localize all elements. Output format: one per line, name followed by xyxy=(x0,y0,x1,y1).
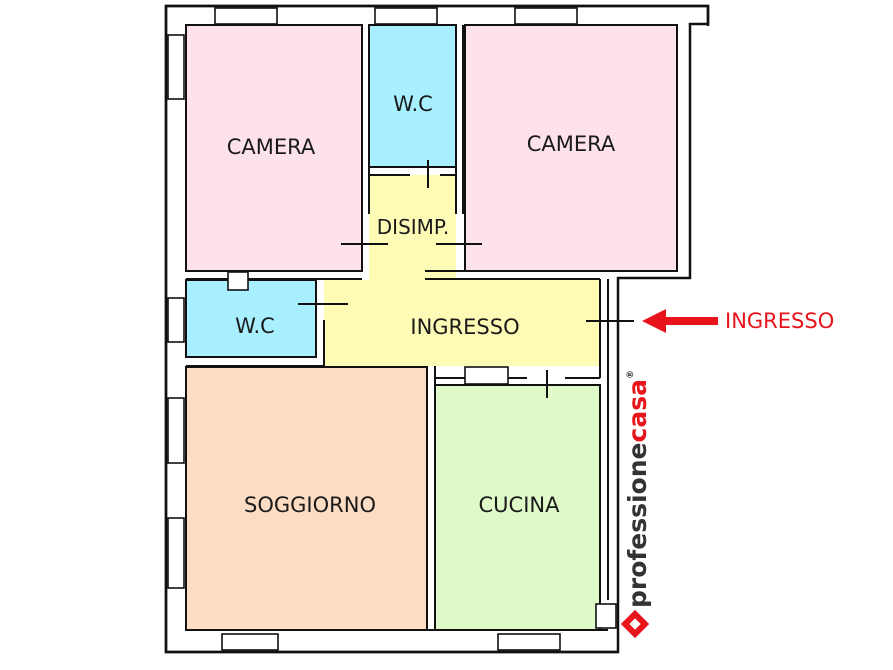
logo-diamond-icon xyxy=(620,609,650,639)
logo-part2: casa xyxy=(623,379,652,442)
entrance-marker: INGRESSO xyxy=(642,309,834,333)
svg-text:professionecasa®: professionecasa® xyxy=(623,370,652,608)
room-ingresso-top xyxy=(369,270,456,284)
entrance-label: INGRESSO xyxy=(725,309,834,333)
room-disimpegno xyxy=(369,175,456,279)
label-cucina: CUCINA xyxy=(479,493,561,517)
label-wc-top: W.C xyxy=(393,92,433,116)
room-wc-left xyxy=(185,279,317,358)
label-wc-left: W.C xyxy=(235,314,275,338)
entrance-arrow-icon xyxy=(642,309,718,333)
room-soggiorno xyxy=(185,366,428,631)
room-ingresso xyxy=(324,280,600,366)
label-camera-right: CAMERA xyxy=(527,132,616,156)
label-soggiorno: SOGGIORNO xyxy=(244,493,376,517)
label-disimpegno: DISIMP. xyxy=(377,215,449,239)
windows xyxy=(167,7,617,651)
label-camera-left: CAMERA xyxy=(227,135,316,159)
door-markers xyxy=(298,160,634,398)
label-ingresso: INGRESSO xyxy=(410,315,519,339)
logo-part1: professione xyxy=(623,443,652,609)
logo-mark: ® xyxy=(626,370,636,379)
interior-walls xyxy=(186,25,677,631)
professionecasa-logo: professionecasa® xyxy=(623,370,652,608)
